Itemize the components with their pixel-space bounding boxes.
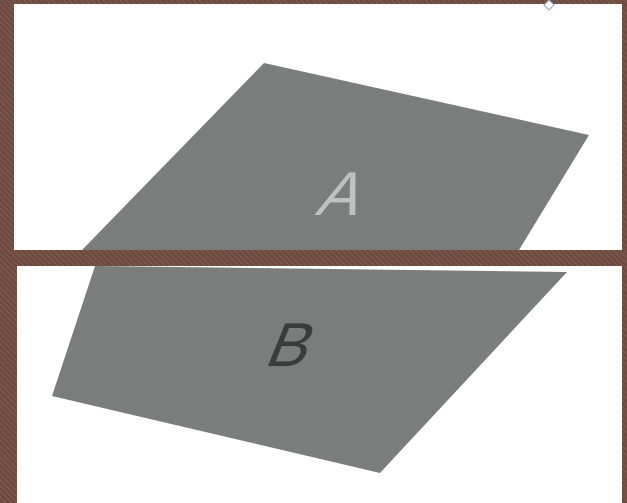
plate-b <box>52 266 567 473</box>
diamond-marker-icon <box>542 0 556 11</box>
panel-bottom: B <box>17 266 622 503</box>
plate-b-drawing: B <box>17 266 622 503</box>
plate-a-drawing: A <box>14 4 622 250</box>
panel-top: A <box>14 4 622 250</box>
